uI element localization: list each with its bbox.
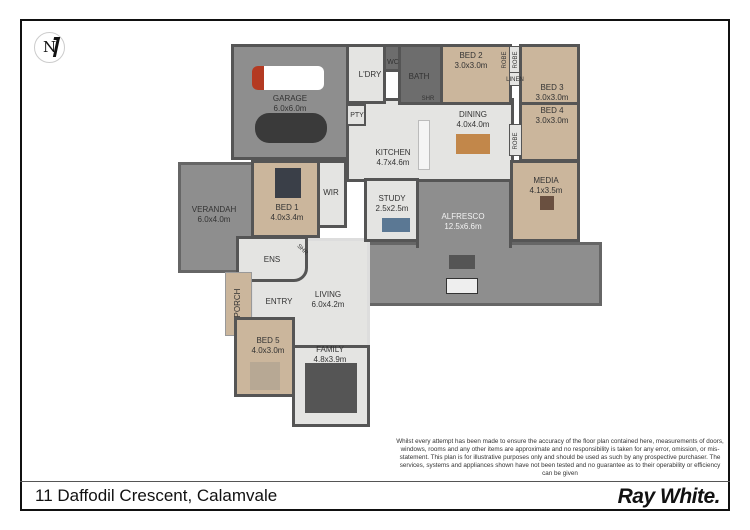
page-frame (20, 19, 730, 511)
label-wc: WC (387, 59, 399, 66)
label-bath: BATH (408, 72, 430, 81)
label-linen: LINEN (506, 77, 524, 83)
bed-icon (275, 168, 301, 198)
disclaimer: Whilst every attempt has been made to en… (396, 438, 724, 477)
north-arrow-icon: N (34, 32, 65, 63)
label-wir: WIR (323, 188, 339, 197)
room-alfresco-outer (366, 242, 602, 306)
room-pantry (346, 104, 366, 126)
room-wir (317, 160, 347, 228)
label-porch: PORCH (233, 288, 242, 318)
label-robe-2: ROBE (513, 51, 519, 69)
footer-divider (20, 481, 730, 482)
room-laundry (346, 44, 386, 104)
label-ensuite: ENS (263, 255, 281, 264)
label-bath-shower: SHR (421, 96, 435, 102)
bed-icon (250, 362, 280, 390)
ray-white-logo: Ray White. (617, 485, 721, 508)
room-bed3 (519, 44, 580, 105)
label-entry: ENTRY (265, 297, 293, 306)
car-icon (252, 66, 324, 90)
label-pantry: PTY (350, 112, 364, 119)
label-robe-1: ROBE (502, 51, 508, 69)
room-robe-3 (509, 124, 522, 156)
room-bed2 (440, 44, 512, 105)
desk-icon (382, 218, 410, 232)
rug-icon (305, 363, 357, 413)
kitchen-island-icon (418, 120, 430, 170)
property-address: 11 Daffodil Crescent, Calamvale (35, 486, 278, 505)
car-icon (255, 113, 327, 143)
compass-label: N (42, 38, 57, 56)
label-laundry: L'DRY (358, 70, 382, 79)
outdoor-table-icon (449, 255, 475, 269)
dining-table-icon (456, 134, 490, 154)
ottoman-icon (540, 196, 554, 210)
outdoor-sofa-icon (446, 278, 478, 294)
label-robe-3: ROBE (513, 132, 519, 150)
